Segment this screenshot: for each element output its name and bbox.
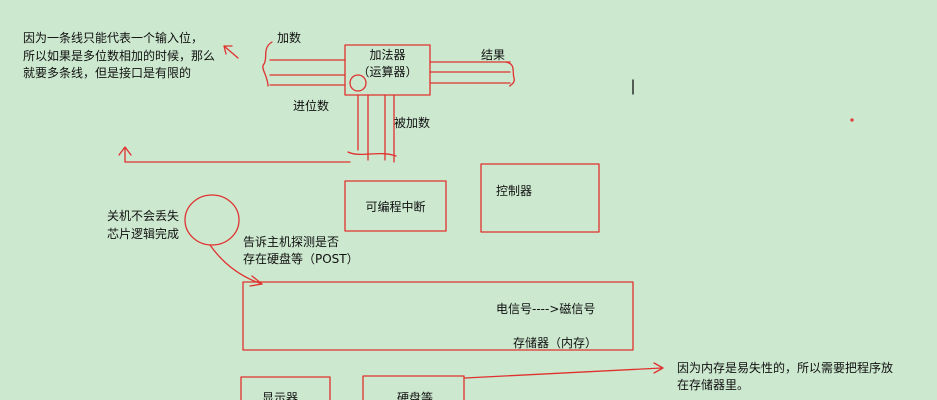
addend-label: 加数 xyxy=(277,31,302,45)
cmos-circle xyxy=(184,194,240,246)
bottom-brace xyxy=(347,151,397,157)
note-single-line-2: 所以如果是多位数相加的时候，那么 xyxy=(23,49,216,63)
display-box xyxy=(240,376,331,400)
memory-box xyxy=(242,281,634,351)
interrupt-box xyxy=(344,180,447,232)
volatile-arrow-head xyxy=(653,362,664,374)
output-brace xyxy=(505,61,515,87)
note-volatile-2: 在存储器里。 xyxy=(677,378,750,392)
carry-label: 进位数 xyxy=(293,99,330,113)
post-arrow xyxy=(209,244,263,285)
interrupt-label: 可编程中断 xyxy=(365,200,426,214)
memory-signal-label: 电信号---->磁信号 xyxy=(496,302,596,316)
adder-subtitle: （运算器） xyxy=(357,65,418,79)
note-volatile-1: 因为内存是易失性的，所以需要把程序放 xyxy=(677,361,894,375)
note-arrow xyxy=(223,45,239,59)
note-post-2: 存在硬盘等（POST） xyxy=(243,252,359,266)
augend-label: 被加数 xyxy=(394,116,431,130)
carry-circle xyxy=(349,74,367,92)
display-label: 显示器 xyxy=(262,391,299,400)
note-single-line-3: 就要多条线，但是接口是有限的 xyxy=(23,66,192,80)
volatile-arrow xyxy=(464,367,663,379)
controller-box xyxy=(480,163,600,233)
result-label: 结果 xyxy=(481,48,506,62)
feedback-arrow xyxy=(118,146,132,156)
adder-title: 加法器 xyxy=(369,48,406,62)
note-cmos-1: 关机不会丢失 xyxy=(107,209,180,223)
stray-dot xyxy=(850,118,854,122)
disk-box xyxy=(362,375,465,400)
note-cmos-2: 芯片逻辑完成 xyxy=(107,227,180,241)
disk-label: 硬盘等 xyxy=(397,391,434,400)
input-brace xyxy=(262,41,273,87)
memory-label: 存储器（内存） xyxy=(513,336,598,350)
post-arrow-head xyxy=(249,275,263,287)
note-single-line-1: 因为一条线只能代表一个输入位， xyxy=(23,31,204,45)
note-post-1: 告诉主机探测是否 xyxy=(243,235,340,249)
controller-label: 控制器 xyxy=(496,184,533,198)
adder-box xyxy=(344,44,431,96)
